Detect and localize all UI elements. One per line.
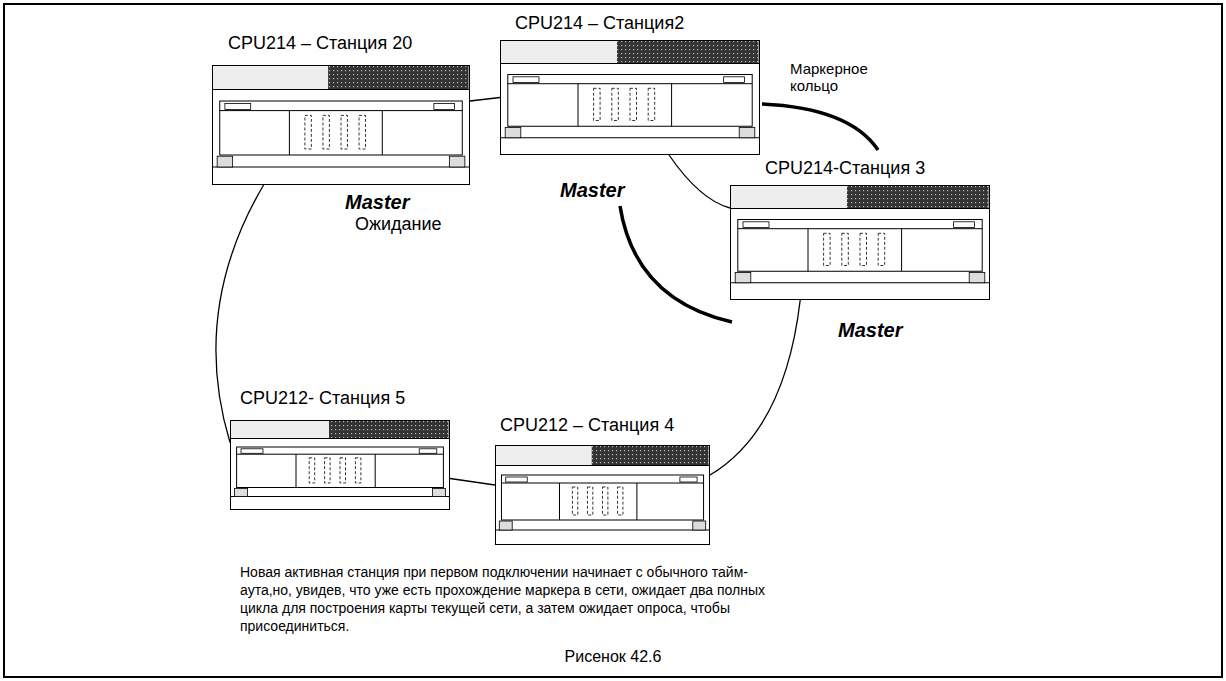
network-cable	[669, 155, 730, 208]
plc-station: CPU212 – Станция 4	[495, 445, 710, 545]
token-ring-arc	[620, 206, 732, 322]
station-label: CPU212- Станция 5	[240, 388, 405, 410]
plc-illustration	[500, 40, 760, 155]
role-label: Master	[560, 178, 624, 202]
plc-illustration	[212, 65, 470, 185]
state-label: Ожидание	[355, 214, 442, 236]
frame-border	[4, 4, 1222, 677]
plc-illustration	[730, 185, 990, 300]
role-label: Master	[838, 318, 902, 342]
figure-caption: Рисенок 42.6	[0, 648, 1226, 666]
station-label: CPU214 – Станция 20	[228, 33, 412, 55]
plc-illustration	[495, 445, 710, 545]
station-label: CPU214 – Станция2	[515, 13, 684, 35]
ring-label: Маркерное кольцо	[790, 60, 885, 94]
plc-station: CPU214 – Станция 20MasterОжидание	[212, 65, 470, 185]
network-cable	[470, 98, 500, 102]
plc-station: CPU214-Станция 3Master	[730, 185, 990, 300]
plc-station: CPU214 – Станция2Master	[500, 40, 760, 155]
note-text: Новая активная станция при первом подклю…	[240, 563, 800, 635]
role-label: Master	[345, 190, 409, 214]
token-ring-arc	[762, 104, 878, 150]
station-label: CPU212 – Станция 4	[500, 415, 674, 437]
plc-illustration	[230, 420, 450, 510]
network-cable	[710, 300, 800, 475]
network-cable	[450, 479, 495, 486]
station-label: CPU214-Станция 3	[765, 158, 925, 180]
plc-station: CPU212- Станция 5	[230, 420, 450, 510]
